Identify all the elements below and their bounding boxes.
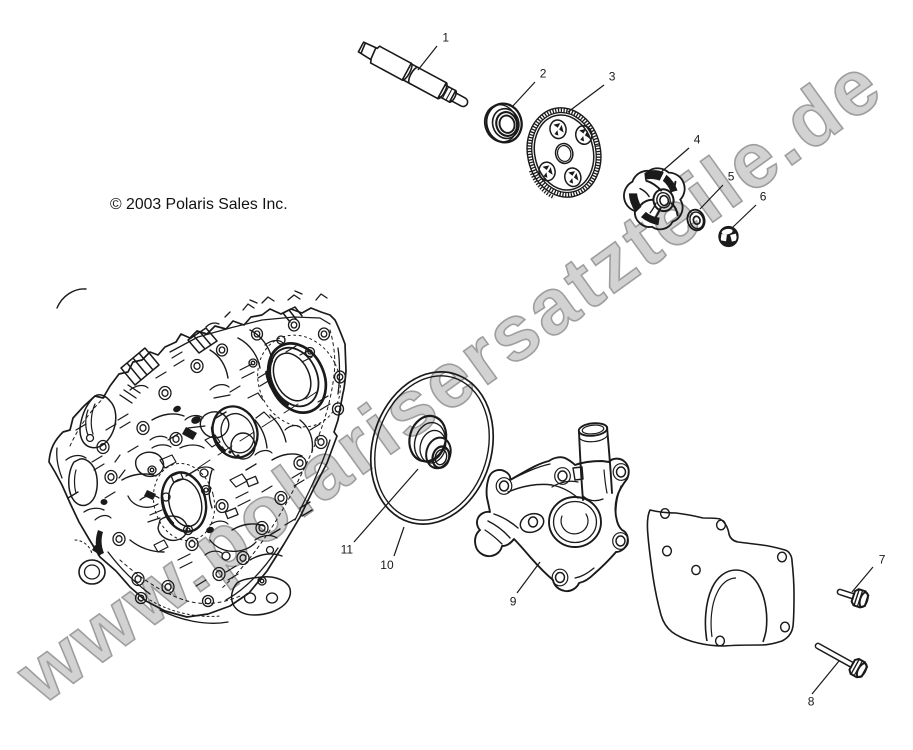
svg-text:1: 1 — [442, 31, 449, 45]
svg-text:© 2003 Polaris Sales Inc.: © 2003 Polaris Sales Inc. — [110, 196, 288, 213]
svg-text:8: 8 — [808, 695, 815, 709]
svg-text:2: 2 — [540, 67, 547, 81]
svg-text:7: 7 — [879, 553, 886, 567]
svg-text:4: 4 — [694, 133, 701, 147]
svg-text:6: 6 — [760, 190, 767, 204]
svg-text:10: 10 — [380, 558, 394, 572]
svg-text:3: 3 — [609, 70, 616, 84]
svg-text:5: 5 — [728, 170, 735, 184]
svg-text:11: 11 — [341, 543, 354, 557]
svg-text:9: 9 — [510, 595, 517, 609]
